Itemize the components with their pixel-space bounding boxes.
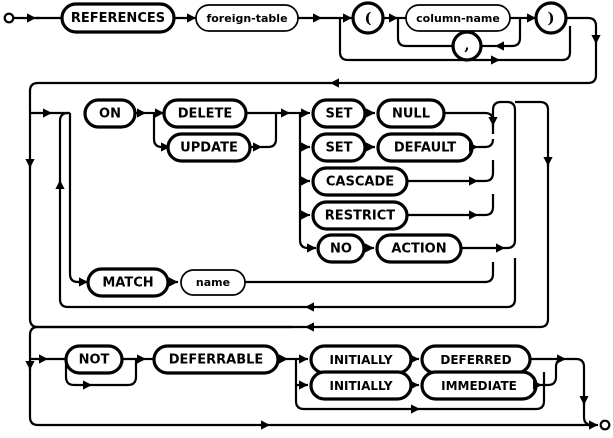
node-restrict-label: RESTRICT [325,209,396,224]
arrow-icon [281,108,290,118]
node-rparen-label: ) [547,9,554,27]
node-name-label: name [196,276,230,289]
arrow-icon [469,176,478,186]
node-foreign-table-label: foreign-table [206,12,287,25]
arrow-icon [365,243,374,253]
node-immediate-label: IMMEDIATE [441,379,517,393]
arrow-icon [301,176,310,186]
arrow-icon [343,13,352,23]
node-no-label: NO [330,242,352,257]
node-deferrable-label: DEFERRABLE [169,353,264,368]
node-initially-immediate-initially-label: INITIALLY [329,379,392,393]
arrow-icon [330,78,339,88]
arrow-icon [469,142,478,152]
arrow-icon [410,380,419,390]
arrow-icon [305,302,314,312]
arrow-icon [301,108,310,118]
start-marker-icon [3,12,15,24]
node-references-label: REFERENCES [71,11,165,26]
arrow-icon [187,13,196,23]
arrow-icon [307,243,316,253]
arrow-icon [366,142,375,152]
arrow-icon [410,354,419,364]
arrow-icon [299,354,308,364]
arrow-icon [301,142,310,152]
arrow-icon [137,354,146,364]
node-comma-label: , [464,36,469,54]
arrow-icon [169,277,178,287]
arrow-icon [301,210,310,220]
arrow-icon [411,404,420,414]
arrow-icon [389,13,398,23]
arrow-icon [299,380,308,390]
arrow-icon [305,322,314,332]
node-delete-label: DELETE [178,107,233,122]
node-set-null-set-label: SET [325,107,352,122]
arrow-icon [39,354,48,364]
node-cascade-label: CASCADE [326,175,394,190]
node-on-label: ON [99,107,121,122]
arrow-icon [488,117,498,126]
end-marker-icon [599,419,611,431]
arrow-icon [496,243,505,253]
arrow-icon [83,380,92,390]
arrow-icon [469,210,478,220]
node-column-name-label: column-name [416,12,500,25]
arrow-icon [589,420,598,430]
arrow-icon [279,354,288,364]
arrow-icon [495,41,504,51]
arrow-icon [27,13,36,23]
node-lparen-label: ( [364,9,371,27]
node-default-label: DEFAULT [394,141,456,156]
node-update-label: UPDATE [180,141,238,156]
arrow-icon [253,142,262,152]
arrow-icon [261,420,270,430]
node-null-label: NULL [392,107,430,122]
node-initially-deferred-initially-label: INITIALLY [329,353,392,367]
node-set-default-set-label: SET [325,141,352,156]
arrow-icon [533,380,542,390]
arrow-icon [366,108,375,118]
node-deferred-label: DEFERRED [440,353,511,367]
arrow-icon [491,55,500,65]
arrow-icon [137,108,146,118]
node-match-label: MATCH [102,276,153,291]
arrow-icon [43,108,52,118]
node-action-label: ACTION [391,242,446,257]
arrow-icon [313,13,322,23]
node-not-label: NOT [79,353,110,368]
